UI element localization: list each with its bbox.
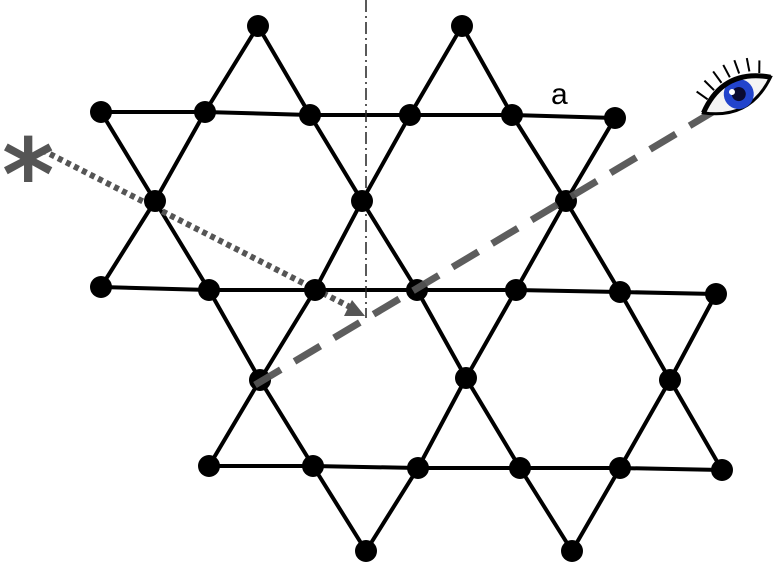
lattice-site <box>407 457 429 479</box>
lattice-site <box>302 455 324 477</box>
lattice-site <box>399 104 421 126</box>
bond-row-top <box>99 110 617 120</box>
lattice-site <box>455 367 477 389</box>
lattice-site <box>711 459 733 481</box>
lattice-site <box>659 369 681 391</box>
lattice-site <box>90 276 112 298</box>
lattice-site <box>304 279 326 301</box>
lattice-site <box>351 190 373 212</box>
lattice-site <box>144 190 166 212</box>
lattice-site <box>299 104 321 126</box>
bond-row-bottom <box>207 464 724 472</box>
lattice-site <box>505 279 527 301</box>
lattice-site <box>609 457 631 479</box>
eye-icon <box>696 57 773 116</box>
lattice-site <box>561 540 583 562</box>
lattice-sites <box>90 15 733 562</box>
lattice-constant-label: a <box>551 78 568 111</box>
lattice-site <box>705 283 727 305</box>
lattice-site <box>194 101 216 123</box>
lattice-site <box>451 15 473 37</box>
arrowhead-icon <box>344 300 365 316</box>
lattice-site <box>198 279 220 301</box>
lattice-site <box>501 104 523 126</box>
lattice-site <box>509 457 531 479</box>
incident-beam <box>40 147 354 311</box>
lattice-site <box>198 455 220 477</box>
light-source-asterisk-icon: * <box>2 117 54 234</box>
lattice-site <box>247 15 269 37</box>
lattice-site <box>609 281 631 303</box>
lattice-site <box>90 101 112 123</box>
lattice-bonds <box>99 24 724 553</box>
lattice-site <box>355 540 377 562</box>
lattice-site <box>604 107 626 129</box>
